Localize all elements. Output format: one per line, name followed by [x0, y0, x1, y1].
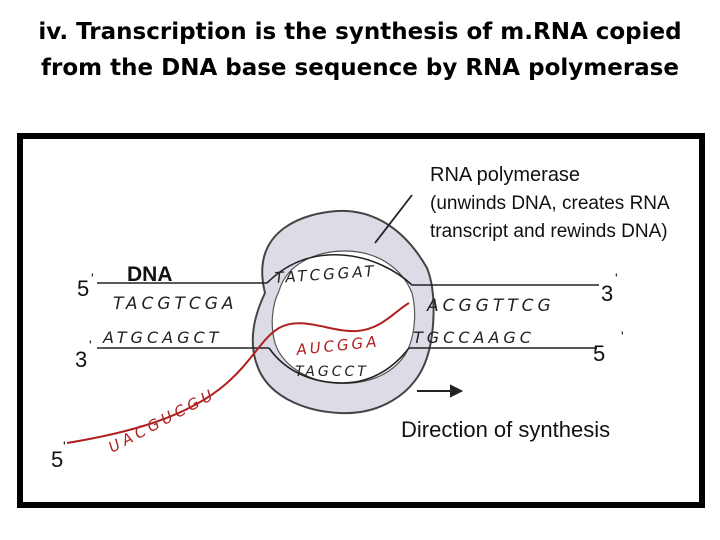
- bottom-right-5-prime: 5 ': [593, 328, 624, 366]
- svg-text:': ': [89, 337, 92, 353]
- title-line-2: from the DNA base sequence by RNA polyme…: [41, 55, 679, 81]
- rna-5-prime: 5 ': [51, 438, 66, 472]
- top-strand-bases-left: TACGTCGA: [113, 294, 238, 314]
- bottom-left-3-prime: 3 ': [75, 337, 92, 372]
- svg-text:': ': [91, 270, 94, 286]
- direction-arrow: [417, 384, 464, 398]
- svg-text:': ': [615, 270, 618, 286]
- rna-polymerase-pointer: [374, 194, 413, 244]
- title-line-1: iv. Transcription is the synthesis of m.…: [38, 19, 682, 45]
- top-strand-bases-right: ACGGTTCG: [426, 296, 555, 316]
- transcription-diagram: DNA RNA polymerase (unwinds DNA, creates…: [17, 133, 705, 508]
- top-right-3-prime: 3 ': [601, 270, 618, 306]
- dna-top-strand: [97, 253, 599, 286]
- svg-text:3: 3: [601, 281, 613, 306]
- rna-polymerase-label-3: transcript and rewinds DNA): [430, 221, 668, 242]
- rna-polymerase-label-2: (unwinds DNA, creates RNA: [430, 193, 670, 214]
- rna-polymerase-label-1: RNA polymerase: [430, 164, 580, 186]
- dna-label: DNA: [127, 263, 173, 286]
- svg-text:': ': [63, 438, 66, 454]
- slide-title: iv. Transcription is the synthesis of m.…: [0, 14, 720, 86]
- top-left-5-prime: 5 ': [77, 270, 94, 301]
- bubble-bottom-bases: TAGCCT: [295, 364, 369, 380]
- svg-text:5: 5: [593, 341, 605, 366]
- bottom-strand-bases-left: ATGCAGCT: [102, 328, 222, 347]
- svg-text:': ': [621, 328, 624, 344]
- svg-text:5: 5: [77, 276, 89, 301]
- bottom-strand-bases-right: TGCCAAGC: [413, 328, 535, 347]
- dna-bottom-strand: [97, 347, 597, 384]
- svg-text:5: 5: [51, 447, 63, 472]
- rna-transcript: [66, 302, 410, 444]
- direction-label: Direction of synthesis: [401, 417, 610, 442]
- svg-text:3: 3: [75, 347, 87, 372]
